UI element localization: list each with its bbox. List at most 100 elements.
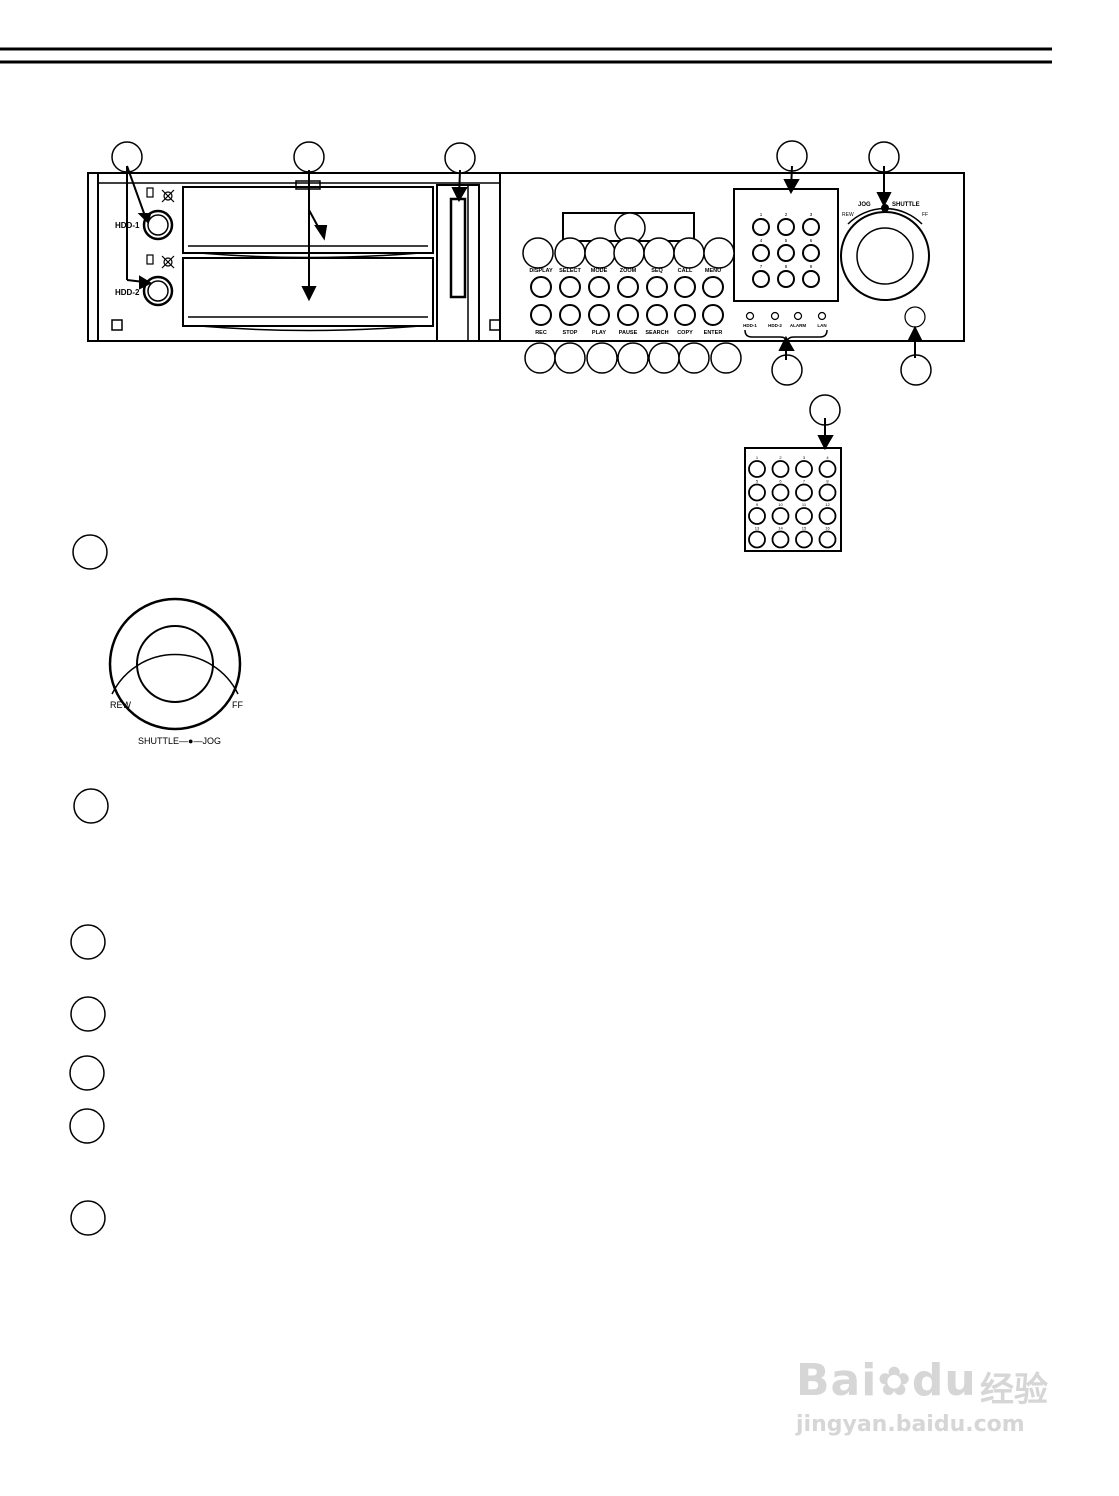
hdd-indicator-icons: [146, 187, 175, 269]
channel-label-5: 5: [756, 479, 759, 484]
channel-button-4[interactable]: [818, 460, 837, 478]
keypad-16: [744, 447, 842, 552]
callout-marker: [648, 342, 680, 374]
led-label-hdd-1: HDD-1: [743, 323, 757, 328]
channel-button-11[interactable]: [795, 507, 813, 525]
channel-button-9[interactable]: [748, 507, 766, 525]
channel-label-12: 12: [825, 502, 830, 507]
button-label-call: CALL: [678, 268, 693, 274]
keypad-label-3: 3: [810, 212, 813, 217]
button-select[interactable]: [559, 276, 581, 298]
keypad-button-2[interactable]: [777, 218, 795, 236]
callout-marker: [673, 237, 705, 269]
ir-receiver: [904, 306, 926, 328]
keypad-button-7[interactable]: [752, 270, 770, 288]
hdd-2-label: HDD-2: [115, 288, 140, 297]
callout-marker: [678, 342, 710, 374]
callout-marker: [586, 342, 618, 374]
callout-marker: [703, 237, 735, 269]
keypad-button-8[interactable]: [777, 270, 795, 288]
channel-button-7[interactable]: [795, 483, 813, 502]
button-label-select: SELECT: [559, 268, 581, 274]
channel-button-1[interactable]: [748, 460, 766, 478]
channel-label-6: 6: [779, 479, 782, 484]
hdd-lock-2[interactable]: [142, 275, 174, 307]
keypad-9: [733, 188, 839, 302]
channel-label-10: 10: [778, 502, 783, 507]
keypad-button-5[interactable]: [777, 244, 795, 262]
keypad-button-9[interactable]: [802, 270, 820, 288]
callout-marker: [613, 237, 645, 269]
description-marker: [70, 996, 106, 1032]
callout-marker: [617, 342, 649, 374]
watermark-url: jingyan.baidu.com: [796, 1412, 1025, 1437]
channel-button-15[interactable]: [795, 530, 813, 549]
button-seq[interactable]: [646, 276, 668, 298]
button-stop[interactable]: [559, 304, 581, 326]
button-call[interactable]: [674, 276, 696, 298]
button-label-seq: SEQ: [651, 268, 663, 274]
channel-button-12[interactable]: [818, 507, 837, 525]
button-menu[interactable]: [702, 276, 724, 298]
button-pause[interactable]: [617, 304, 639, 326]
dial-detail: [108, 597, 242, 731]
button-mode[interactable]: [588, 276, 610, 298]
button-display[interactable]: [530, 276, 552, 298]
keypad-button-1[interactable]: [752, 218, 770, 236]
media-slot[interactable]: [436, 184, 480, 342]
led-hdd-2: [770, 311, 780, 321]
jog-shuttle-dial[interactable]: [840, 204, 930, 301]
channel-button-5[interactable]: [748, 483, 766, 502]
callout-marker: [584, 237, 616, 269]
button-label-display: DISPLAY: [529, 268, 553, 274]
led-hdd-1: [745, 311, 755, 321]
button-label-enter: ENTER: [704, 330, 723, 336]
callout-marker: [554, 342, 586, 374]
channel-button-13[interactable]: [748, 530, 766, 549]
channel-button-10[interactable]: [771, 507, 790, 525]
front-panel: [87, 172, 965, 342]
button-enter[interactable]: [702, 304, 724, 326]
led-alarm: [793, 311, 803, 321]
button-zoom[interactable]: [617, 276, 639, 298]
channel-label-11: 11: [802, 502, 807, 507]
channel-label-8: 8: [826, 479, 829, 484]
detail-rew-label: REW: [110, 700, 131, 710]
channel-label-7: 7: [803, 479, 806, 484]
button-rec[interactable]: [530, 304, 552, 326]
description-marker: [70, 924, 106, 960]
keypad-label-1: 1: [760, 212, 763, 217]
keypad-button-6[interactable]: [802, 244, 820, 262]
channel-button-6[interactable]: [771, 483, 790, 502]
button-play[interactable]: [588, 304, 610, 326]
callout-marker: [900, 354, 932, 386]
hdd-lock-1[interactable]: [142, 209, 174, 241]
keypad-button-4[interactable]: [752, 244, 770, 262]
button-search[interactable]: [646, 304, 668, 326]
dial-shuttle-label: SHUTTLE: [892, 202, 920, 208]
channel-button-2[interactable]: [771, 460, 790, 478]
callout-marker: [522, 237, 554, 269]
channel-button-16[interactable]: [818, 530, 837, 549]
channel-button-14[interactable]: [771, 530, 790, 549]
channel-label-2: 2: [779, 455, 782, 460]
button-copy[interactable]: [674, 304, 696, 326]
callout-marker: [710, 342, 742, 374]
keypad-label-9: 9: [810, 264, 813, 269]
button-label-stop: STOP: [563, 330, 578, 336]
description-marker: [69, 1055, 105, 1091]
channel-label-3: 3: [803, 455, 806, 460]
description-marker: [72, 534, 108, 570]
description-marker: [69, 1108, 105, 1144]
channel-button-3[interactable]: [795, 460, 813, 478]
description-marker: [73, 788, 109, 824]
channel-label-13: 13: [755, 526, 760, 531]
keypad-label-5: 5: [785, 238, 788, 243]
callout-marker: [293, 141, 325, 173]
channel-button-8[interactable]: [818, 483, 837, 502]
keypad-label-7: 7: [760, 264, 763, 269]
keypad-button-3[interactable]: [802, 218, 820, 236]
description-marker: [70, 1200, 106, 1236]
hdd-1-label: HDD-1: [115, 221, 140, 230]
